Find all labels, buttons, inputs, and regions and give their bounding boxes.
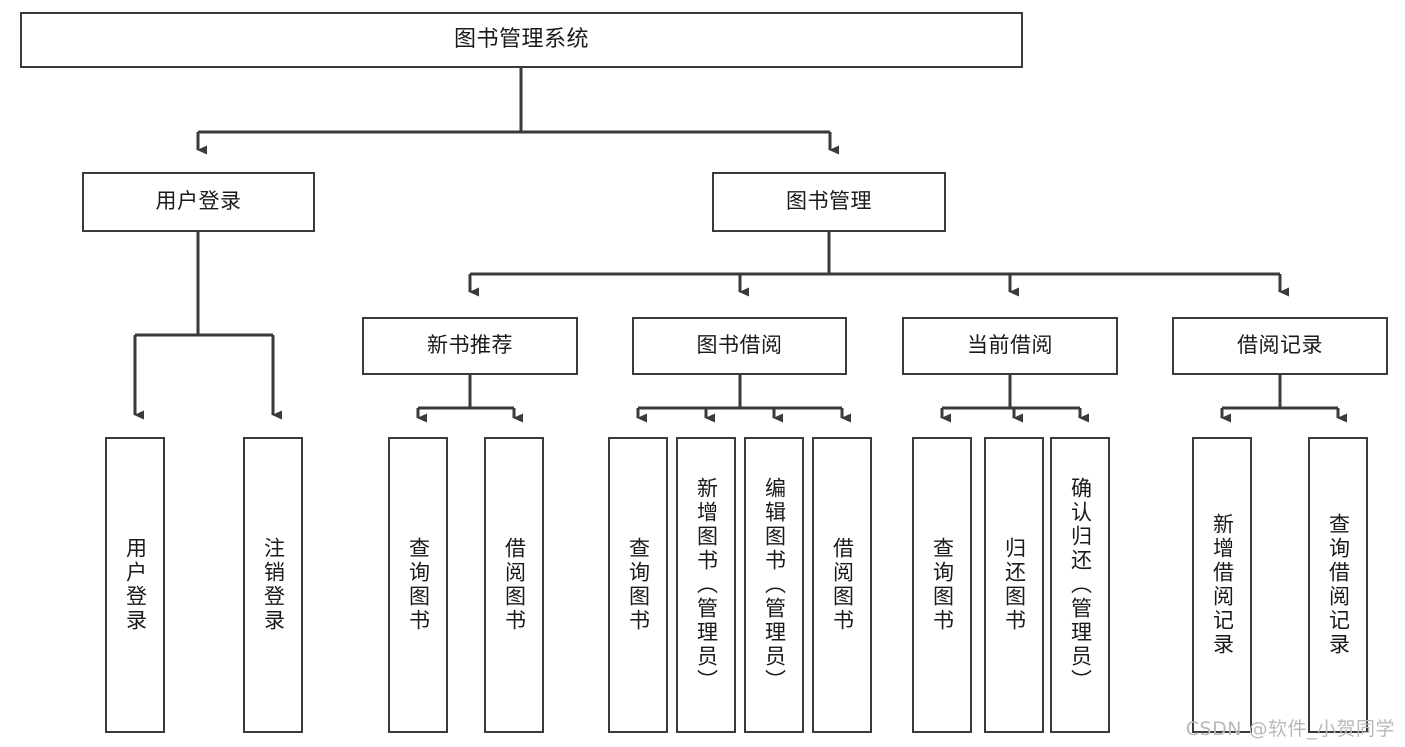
- node-leaf-query-record[interactable]: 查询借阅记录: [1308, 437, 1368, 733]
- node-leaf-query-book-3[interactable]: 查询图书: [912, 437, 972, 733]
- node-leaf-user-login[interactable]: 用户登录: [105, 437, 165, 733]
- node-leaf-logout-label: 注销登录: [261, 537, 286, 633]
- node-borrow-record-label: 借阅记录: [1237, 333, 1323, 358]
- node-leaf-edit-book-label: 编辑图书（管理员）: [762, 477, 787, 693]
- node-root[interactable]: 图书管理系统: [20, 12, 1023, 68]
- node-book-manage-label: 图书管理: [786, 189, 872, 214]
- node-current-borrow[interactable]: 当前借阅: [902, 317, 1118, 375]
- node-user-login-label: 用户登录: [155, 189, 242, 214]
- node-leaf-borrow-book-1[interactable]: 借阅图书: [484, 437, 544, 733]
- node-new-book-rec-label: 新书推荐: [427, 333, 513, 358]
- node-leaf-borrow-book-2-label: 借阅图书: [830, 537, 855, 633]
- node-current-borrow-label: 当前借阅: [967, 333, 1053, 358]
- node-user-login[interactable]: 用户登录: [82, 172, 315, 232]
- node-borrow-record[interactable]: 借阅记录: [1172, 317, 1388, 375]
- node-book-borrow[interactable]: 图书借阅: [632, 317, 847, 375]
- node-leaf-borrow-book-1-label: 借阅图书: [502, 537, 527, 633]
- node-leaf-query-book-2-label: 查询图书: [626, 537, 651, 633]
- node-leaf-borrow-book-2[interactable]: 借阅图书: [812, 437, 872, 733]
- node-leaf-logout[interactable]: 注销登录: [243, 437, 303, 733]
- node-leaf-query-record-label: 查询借阅记录: [1326, 513, 1351, 657]
- node-leaf-confirm-return-label: 确认归还（管理员）: [1068, 477, 1093, 693]
- node-leaf-user-login-label: 用户登录: [123, 537, 148, 633]
- node-leaf-add-book-label: 新增图书（管理员）: [694, 477, 719, 693]
- node-leaf-return-book[interactable]: 归还图书: [984, 437, 1044, 733]
- node-book-borrow-label: 图书借阅: [696, 333, 783, 358]
- node-leaf-add-book[interactable]: 新增图书（管理员）: [676, 437, 736, 733]
- node-leaf-add-record[interactable]: 新增借阅记录: [1192, 437, 1252, 733]
- node-leaf-query-book-1-label: 查询图书: [406, 537, 431, 633]
- node-leaf-query-book-3-label: 查询图书: [930, 537, 955, 633]
- node-leaf-add-record-label: 新增借阅记录: [1210, 513, 1235, 657]
- node-book-manage[interactable]: 图书管理: [712, 172, 946, 232]
- node-leaf-query-book-2[interactable]: 查询图书: [608, 437, 668, 733]
- node-new-book-rec[interactable]: 新书推荐: [362, 317, 578, 375]
- watermark: CSDN @软件_小贺同学: [1185, 718, 1395, 740]
- node-leaf-confirm-return[interactable]: 确认归还（管理员）: [1050, 437, 1110, 733]
- node-root-label: 图书管理系统: [453, 26, 589, 52]
- node-leaf-return-book-label: 归还图书: [1002, 537, 1027, 633]
- node-leaf-edit-book[interactable]: 编辑图书（管理员）: [744, 437, 804, 733]
- node-leaf-query-book-1[interactable]: 查询图书: [388, 437, 448, 733]
